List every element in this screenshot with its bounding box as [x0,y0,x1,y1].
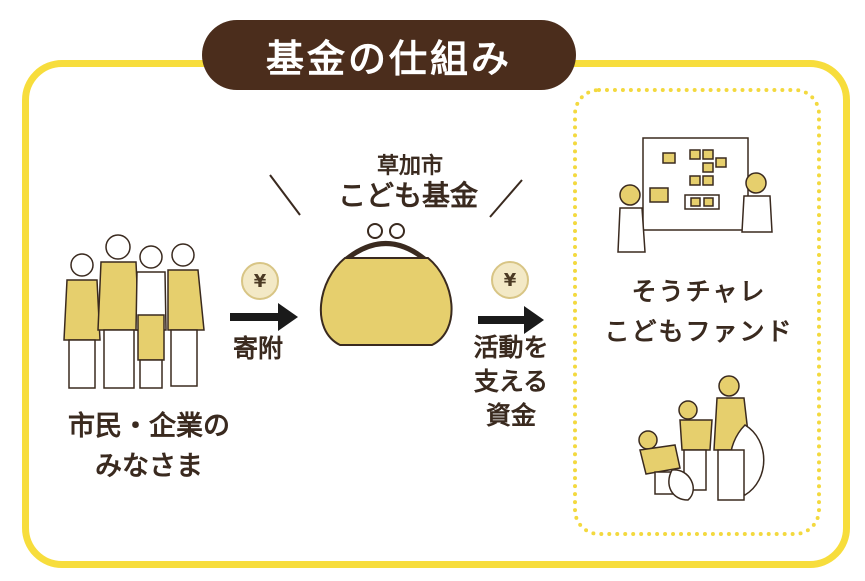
page-title: 基金の仕組み [202,20,576,90]
support-label-line1: 活動を [473,333,549,362]
cleanup-activity-illustration [638,375,765,501]
whiteboard-meeting-illustration [617,137,773,253]
fund-name-line2: こども基金 [337,179,478,212]
yen-symbol: ¥ [253,270,267,292]
arrow-right-icon [230,303,298,331]
yen-coin-icon: ¥ [241,262,279,300]
page-title-text: 基金の仕組み [265,36,512,81]
program-box [573,88,821,536]
fund-name-line1: 草加市 [376,154,443,179]
donors-label-line2: みなさま [95,451,203,482]
arrow-right-icon [478,306,544,334]
yen-symbol: ¥ [503,269,517,291]
support-label-line2: 支える [473,367,549,396]
purse-illustration [319,223,453,346]
program-name-line2: こどもファンド [604,317,794,346]
right-accent-line [489,179,523,218]
donation-label: 寄附 [232,334,283,363]
left-accent-line [269,174,301,216]
donors-label-line1: 市民・企業の [68,411,230,442]
support-label-line3: 資金 [485,401,536,430]
people-group-illustration [63,234,205,389]
program-name-line1: そうチャレ [631,277,767,306]
yen-coin-icon: ¥ [491,261,529,299]
